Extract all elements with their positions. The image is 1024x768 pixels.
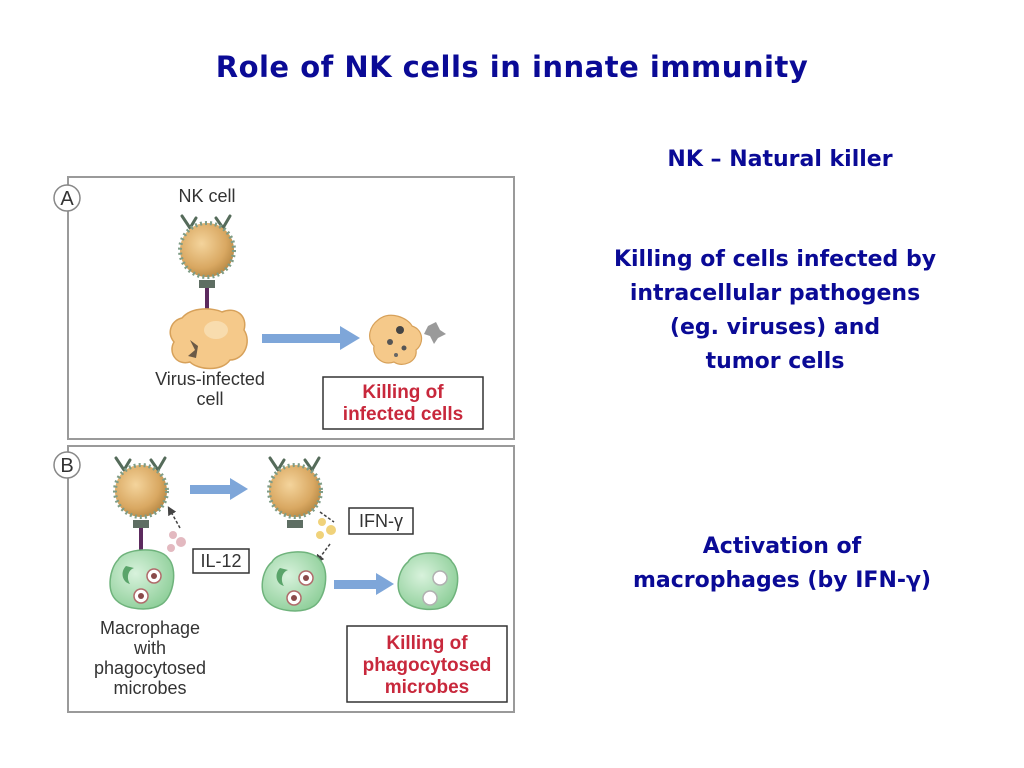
activation-description: Activation of macrophages (by IFN-γ) — [582, 530, 982, 598]
nk-synapse-icon — [133, 520, 149, 528]
result-b-line: microbes — [385, 677, 469, 698]
panel-a: A NK cell Virus-infected cell — [53, 176, 515, 440]
nk-synapse-icon — [287, 520, 303, 528]
virus-infected-cell-icon — [169, 308, 248, 370]
result-b-line: Killing of — [386, 633, 468, 654]
activation-line: macrophages (by IFN-γ) — [632, 568, 932, 593]
killing-line: tumor cells — [705, 349, 845, 374]
il12-box — [192, 548, 250, 574]
result-a-line: infected cells — [343, 404, 463, 425]
macrophage-icon — [109, 549, 175, 610]
arrow-icon — [262, 326, 360, 350]
activation-line: Activation of — [702, 534, 862, 559]
panel-b-badge — [53, 451, 81, 479]
result-box-a — [322, 376, 484, 430]
result-b-line: phagocytosed — [363, 655, 492, 676]
ifn-box — [348, 507, 414, 535]
nk-synapse-icon — [139, 528, 143, 552]
panel-b-letter: B — [60, 455, 73, 477]
panel-b: B IL-12 — [53, 445, 515, 713]
ifn-label: IFN-γ — [359, 511, 403, 531]
dashed-arrow-icon — [167, 506, 181, 529]
macrophage-label-line: with — [133, 638, 166, 658]
virus-icon — [188, 340, 198, 358]
nk-cell-icon — [178, 221, 236, 279]
result-a-line: Killing of — [362, 382, 444, 403]
nk-cell-icon — [267, 463, 323, 519]
dashed-arrow-icon — [319, 511, 335, 523]
arrow-icon — [334, 573, 394, 595]
panel-a-letter: A — [60, 188, 74, 210]
nk-cell-label: NK cell — [178, 186, 235, 206]
panel-a-badge — [53, 184, 81, 212]
killed-cell-icon — [369, 314, 446, 365]
il12-label: IL-12 — [200, 551, 241, 571]
slide-title: Role of NK cells in innate immunity — [215, 50, 809, 84]
killing-line: Killing of cells infected by — [613, 247, 937, 272]
nk-synapse-icon — [199, 280, 215, 314]
macrophage-label-line: phagocytosed — [94, 658, 206, 678]
killing-description: Killing of cells infected by intracellul… — [575, 243, 975, 379]
arrow-icon — [190, 478, 248, 500]
infected-cell-label-line: Virus-infected — [155, 369, 265, 389]
ifn-gamma-cytokine-icon — [316, 518, 336, 539]
infected-cell-label-line: cell — [196, 389, 223, 409]
macrophage-label-line: Macrophage — [100, 618, 200, 638]
nk-cell-icon — [113, 463, 169, 519]
nk-definition: NK – Natural killer — [667, 147, 893, 172]
macrophage-label-line: microbes — [113, 678, 186, 698]
macrophage-icon — [397, 552, 459, 611]
killing-line: (eg. viruses) and — [669, 315, 881, 340]
macrophage-icon — [261, 551, 327, 612]
il12-cytokine-icon — [167, 531, 186, 552]
nucleus-icon — [204, 321, 228, 339]
killing-line: intracellular pathogens — [629, 281, 921, 306]
dashed-arrow-icon — [315, 543, 331, 564]
result-box-b — [346, 625, 508, 703]
